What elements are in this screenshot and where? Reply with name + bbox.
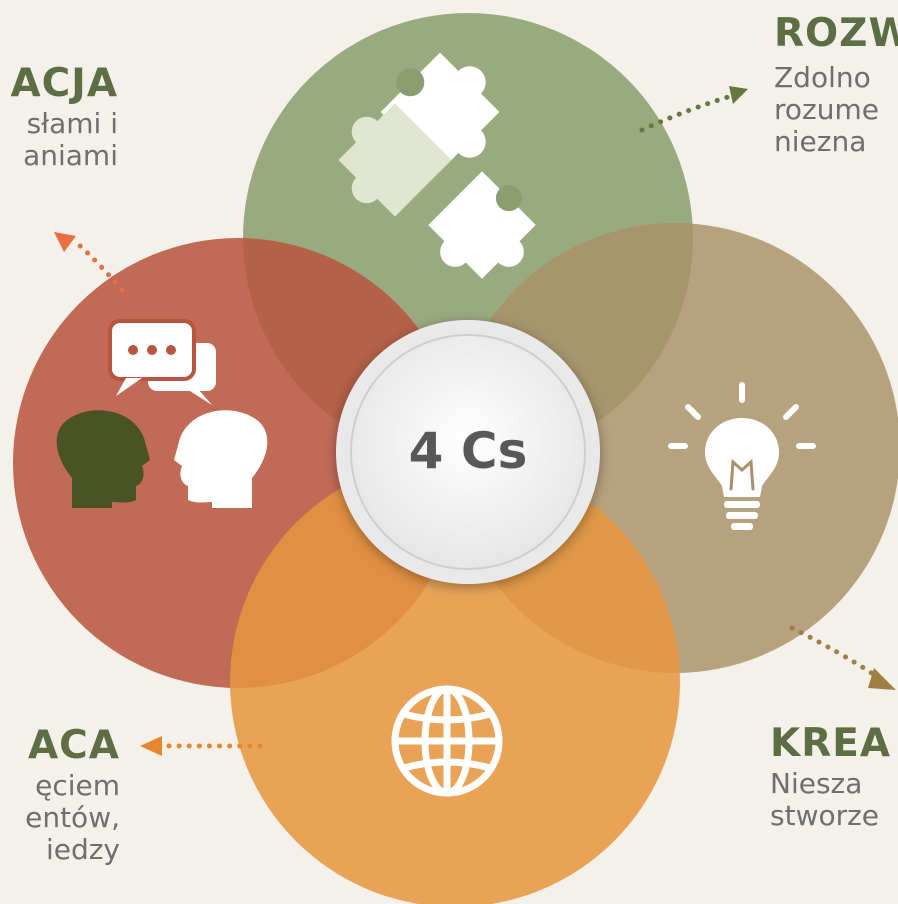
label-bottom-left-line-3: iedzy	[45, 833, 120, 867]
label-bottom-left-line-1: ęciem	[35, 769, 120, 803]
center-circle-inner	[350, 334, 586, 570]
label-top-left-line-2: aniami	[23, 139, 118, 173]
light-head	[174, 410, 268, 508]
label-bottom-right-line-1: Niesza	[770, 767, 863, 801]
dark-head	[56, 410, 150, 508]
label-bottom-right-title: KREA	[770, 721, 892, 766]
label-top-right-line-2: rozume	[774, 93, 879, 127]
arrow-top-left	[54, 232, 125, 293]
lightbulb-icon	[668, 382, 816, 530]
bottom-circle	[230, 457, 680, 904]
label-bottom-right: KREA Niesza stworze	[770, 721, 892, 833]
label-bottom-left-line-2: entów,	[25, 801, 120, 835]
arrow-top-right	[639, 86, 748, 133]
label-top-right-title: ROZW	[774, 11, 898, 56]
label-top-left: ACJA słami i aniami	[10, 61, 119, 173]
arrow-bottom-left	[140, 736, 263, 756]
label-bottom-right-line-2: stworze	[770, 799, 880, 833]
center-label: 4 Cs	[409, 422, 528, 480]
label-top-right: ROZW Zdolno rozume niezna	[774, 11, 898, 159]
label-top-right-line-3: niezna	[774, 125, 867, 159]
label-top-right-line-1: Zdolno	[774, 61, 871, 95]
conversation-heads-icon	[56, 319, 268, 508]
label-bottom-left-title: ACA	[28, 723, 120, 768]
label-bottom-left: ACA ęciem entów, iedzy	[25, 723, 120, 867]
puzzle-pieces-icon	[338, 52, 536, 279]
label-top-left-line-1: słami i	[26, 107, 118, 141]
arrow-bottom-right	[789, 625, 896, 690]
globe-icon	[391, 685, 503, 797]
label-top-left-title: ACJA	[10, 61, 118, 106]
